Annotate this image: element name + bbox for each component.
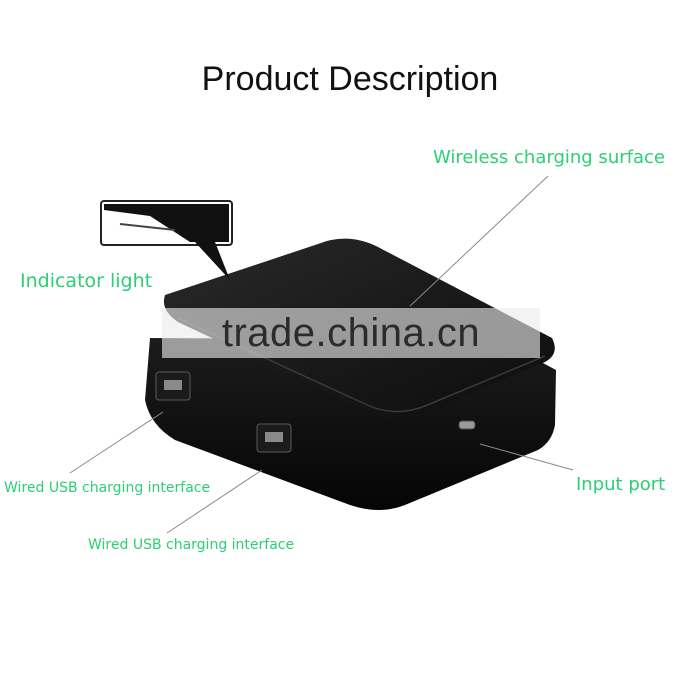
leader-line-usb2 — [166, 469, 263, 534]
label-indicator-light: Indicator light — [20, 270, 153, 292]
leader-line-input — [479, 443, 574, 471]
watermark-text: trade.china.cn — [221, 311, 481, 355]
leader-line-usb1 — [69, 411, 164, 474]
label-wireless-charging-surface: Wireless charging surface — [433, 147, 665, 168]
micro-usb-port-icon — [458, 420, 476, 430]
label-input-port: Input port — [576, 474, 666, 495]
label-usb-interface-1: Wired USB charging interface — [4, 480, 211, 496]
watermark-band: trade.china.cn — [162, 308, 540, 358]
page-title: Product Description — [201, 60, 499, 98]
label-usb-interface-2: Wired USB charging interface — [88, 537, 295, 553]
inset-pointer — [195, 242, 230, 280]
charger-top-highlight — [177, 317, 546, 413]
usb-port-1-icon — [155, 371, 191, 401]
leader-line-surface — [409, 175, 549, 307]
indicator-light-inset — [100, 200, 233, 280]
usb-port-2-icon — [256, 423, 292, 453]
